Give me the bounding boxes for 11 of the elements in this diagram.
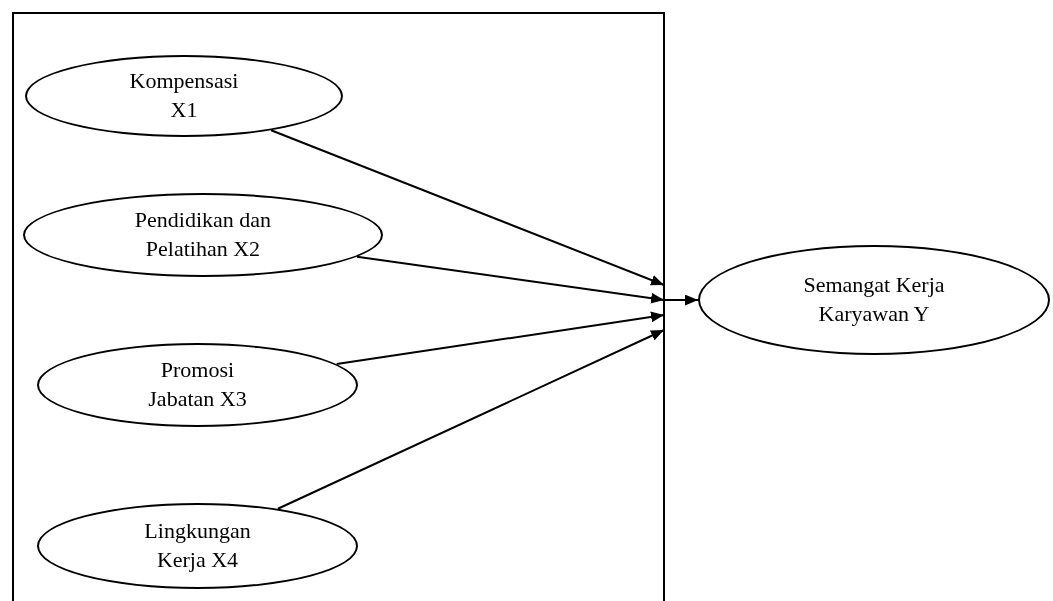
- arrow: [276, 329, 665, 510]
- variable-label: Promosi Jabatan X3: [147, 356, 248, 413]
- variable-label: Pendidikan dan Pelatihan X2: [133, 206, 273, 263]
- frame-box: [12, 12, 665, 601]
- variable-label: Semangat Kerja Karyawan Y: [802, 271, 946, 328]
- variable-label: Lingkungan Kerja X4: [143, 517, 252, 574]
- arrow: [356, 255, 665, 304]
- arrow: [663, 294, 699, 306]
- arrow: [270, 129, 665, 286]
- arrow: [335, 311, 665, 366]
- variable-label: Kompensasi X1: [128, 67, 240, 124]
